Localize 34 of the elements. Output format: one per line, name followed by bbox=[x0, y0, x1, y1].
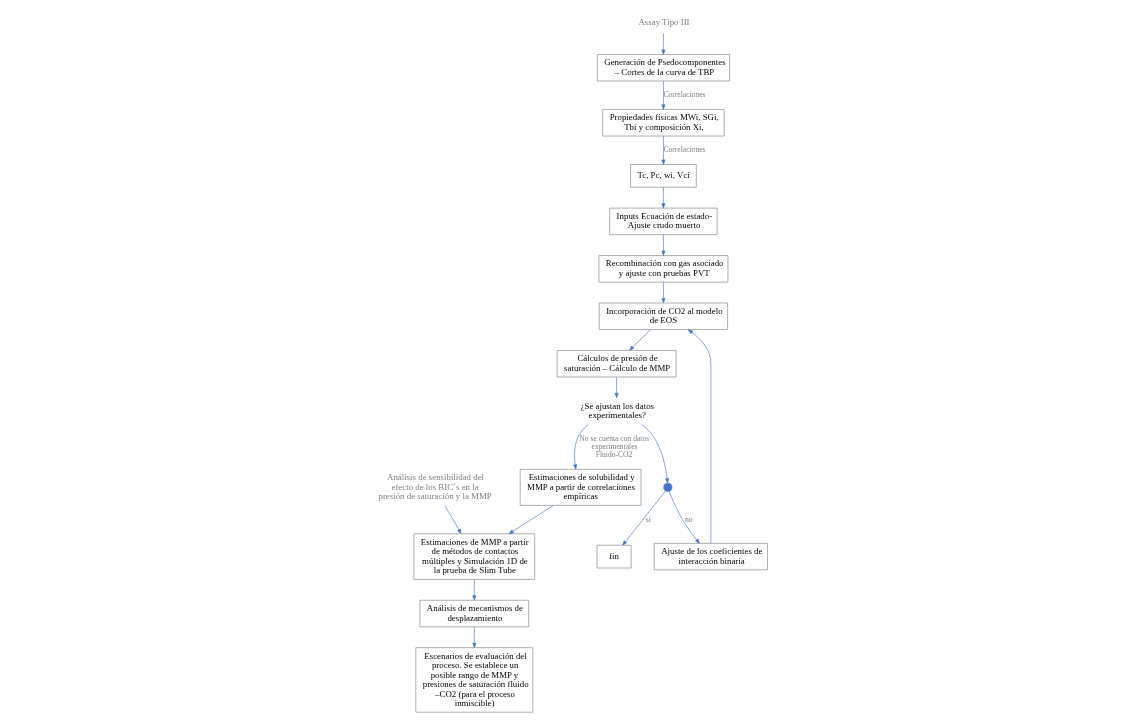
node-box: Estimaciones de solubilidad y MMP a partir de correlaciones empíricas bbox=[519, 469, 641, 506]
arrow bbox=[471, 579, 476, 601]
arrow bbox=[668, 490, 700, 544]
node-box: Ajuste de los coeficientes de interacción binaria bbox=[653, 543, 768, 571]
node-circle bbox=[662, 482, 672, 492]
arrow bbox=[628, 329, 651, 351]
arrow bbox=[687, 329, 711, 544]
arrow bbox=[661, 80, 665, 110]
arrow bbox=[614, 376, 618, 399]
arrow bbox=[640, 424, 669, 484]
arrow bbox=[661, 33, 665, 55]
arrow bbox=[508, 505, 554, 535]
node-box: Escenarios de evaluación del proceso. Se establece un posible rango de MMP y presiones de saturación fluido –CO2 (para el proceso inmiscible) bbox=[415, 647, 533, 713]
arrow bbox=[443, 505, 462, 534]
node-box: Recombinación con gas asociado y ajuste con pruebas PVT bbox=[598, 255, 728, 283]
arrow bbox=[621, 490, 666, 546]
node-box: Cálculos de presión de saturación – Cálculo de MMP bbox=[556, 350, 676, 378]
node-box: Inputs Ecuación de estado- Ajuste crudo muerto bbox=[608, 207, 717, 235]
arrow bbox=[471, 626, 476, 648]
node-box: fin bbox=[596, 544, 631, 569]
arrow bbox=[661, 234, 665, 256]
node-box: Tc, Pc, wi, Vci bbox=[629, 164, 697, 188]
node-box: Estimaciones de MMP a partir de métodos de contactos múltiples y Simulación 1D de la prueba de Slim Tube bbox=[413, 533, 535, 580]
node-text: ¿Se ajustan los datos experimentales? bbox=[580, 400, 654, 421]
node-box: Propiedades físicas MWi, SGi, Tbi y composición Xi, bbox=[601, 109, 724, 137]
node-box: Análisis de mecanismos de desplazamiento bbox=[419, 599, 529, 628]
node-text: Análisis de sensibilidad del efecto de los BIC´s en la presión de saturación y la MMP bbox=[377, 472, 492, 502]
arrow bbox=[661, 187, 665, 209]
arrow bbox=[661, 135, 665, 165]
node-box: Incorporación de CO2 al modelo de EOS bbox=[598, 302, 728, 330]
arrow bbox=[572, 424, 589, 470]
node-box: Generación de Psedocomponentes – Cortes de la curva de TBP bbox=[596, 54, 730, 82]
arrow bbox=[661, 282, 665, 304]
node-text: Assay Tipo III bbox=[637, 16, 690, 27]
